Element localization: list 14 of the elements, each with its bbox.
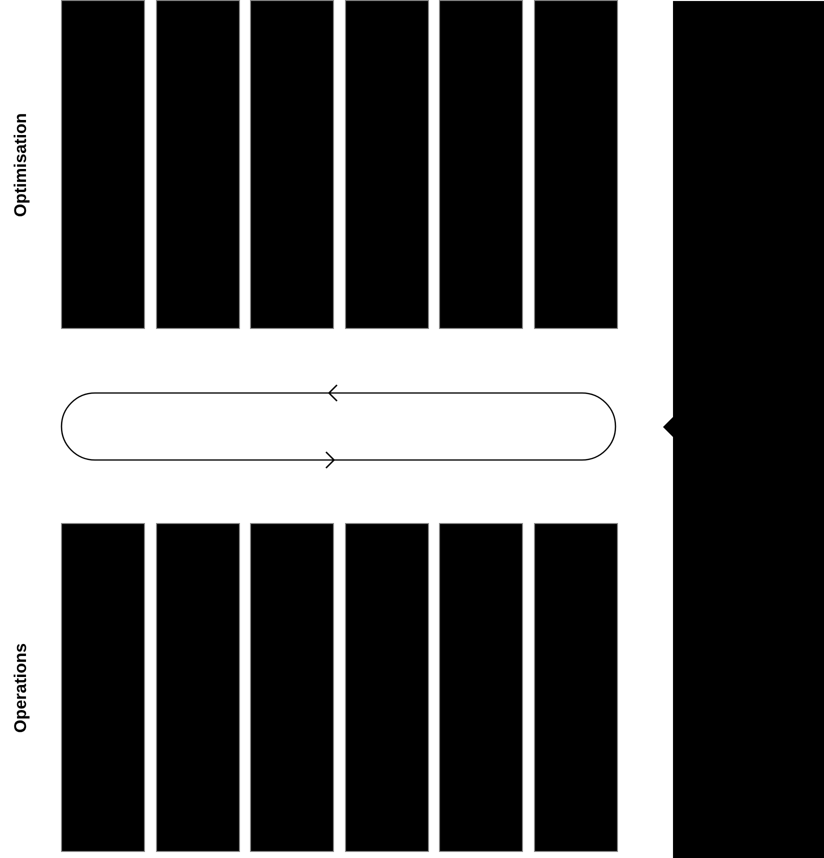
column-bar <box>346 1 428 328</box>
row-label: Optimisation <box>11 113 31 217</box>
row-label: Operations <box>11 643 31 733</box>
column-bar <box>157 1 239 328</box>
column-bar <box>62 524 144 851</box>
column-bar <box>440 1 522 328</box>
column-bar <box>535 524 617 851</box>
column-bar <box>346 524 428 851</box>
column-bar <box>535 1 617 328</box>
column-bar <box>440 524 522 851</box>
column-bar <box>157 524 239 851</box>
column-bar <box>251 524 333 851</box>
column-bar <box>62 1 144 328</box>
column-bar <box>251 1 333 328</box>
